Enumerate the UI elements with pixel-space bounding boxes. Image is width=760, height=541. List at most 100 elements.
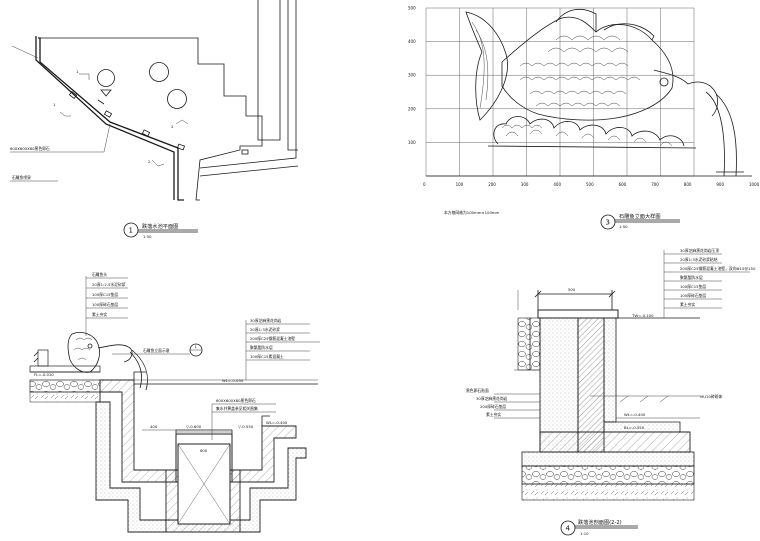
wall-note-left-4: 素土夯实 xyxy=(486,412,501,417)
pool-section-symbol: 1 xyxy=(195,344,198,349)
plan-title-block: 1 跌落水池平面图 1:50 xyxy=(123,222,198,239)
pool-notes-right: 30厚芝麻黑花岗岩 20厚1:3水泥砂浆 200厚C25钢筋混凝土池壁 聚氨酯防… xyxy=(245,318,320,380)
wall-note-right-1: 30厚芝麻黑花岗岩压顶 xyxy=(680,248,719,253)
pit-note-2: 集水井箅盖参见相关图集 xyxy=(216,406,258,411)
plan-note-paving: 600X600X80黑色卵石 xyxy=(10,146,50,151)
fish-x-tick: 0 xyxy=(423,182,426,187)
fish-grid-note: 本方格网格为100mm×100mm xyxy=(444,210,500,215)
wall-left-stones xyxy=(514,317,540,371)
fish-y-tick: 500 xyxy=(408,6,416,11)
fish-x-tick: 800 xyxy=(684,182,692,187)
wall-title-block: 4 跌落池剖面图(2-2) 1:10 xyxy=(560,518,638,536)
plan-number: 1 xyxy=(129,227,133,235)
fish-title-block: 3 石雕鱼立面大样图 1:50 xyxy=(600,212,680,230)
wall-note-left-2: 30厚芝麻黑花岗岩 xyxy=(476,396,508,401)
wall-note-brick: MU10砖砌体 xyxy=(700,394,722,399)
fish-carving xyxy=(465,8,744,177)
wall-note-right-6: 100厚碎石垫层 xyxy=(680,293,706,298)
wall-section-drawing: 500 TW=-0.100 WL=-0.400 BL=-0.550 xyxy=(466,248,756,536)
wall-note-right-5: 100厚C15垫层 xyxy=(680,284,706,289)
pool-section-drawing: 600 400 FL=-0.010 WL=-0.050 WL=-0.400 ▽-… xyxy=(29,272,320,533)
plan-title: 跌落水池平面图 xyxy=(142,222,178,230)
plan-drawing: 1 1 2 2 600X600X80黑色卵石 石雕鱼喷泉 1 跌落水池平面图 1… xyxy=(10,0,299,239)
fish-scale: 1:50 xyxy=(619,224,628,229)
callout-1b-label: 1 xyxy=(53,102,56,107)
pool-fish-head xyxy=(67,332,148,391)
fish-x-tick: 100 xyxy=(456,182,464,187)
pool-left-ground xyxy=(29,349,101,403)
wall-levels: TW=-0.100 WL=-0.400 BL=-0.550 xyxy=(624,313,654,430)
pool-note-right-1: 30厚芝麻黑花岗岩 xyxy=(250,318,282,323)
wall-note-right-4: 聚氨酯防水层 xyxy=(680,275,703,280)
pool-note-right-4: 聚氨酯防水层 xyxy=(250,345,273,350)
wall-body xyxy=(521,309,700,501)
wall-level-water: WL=-0.400 xyxy=(624,412,646,417)
pool-note-top-4: 100厚碎石垫层 xyxy=(92,302,118,307)
wall-title: 跌落池剖面图(2-2) xyxy=(578,518,622,526)
level-pool: WL=-0.400 xyxy=(266,420,288,425)
pool-note-top-2: 20厚1:2.5水泥砂浆 xyxy=(92,282,126,287)
callout-2b-label: 2 xyxy=(148,159,151,164)
level-water: WL=-0.050 xyxy=(222,378,244,383)
fish-x-tick: 1000 xyxy=(749,182,760,187)
pool-pit-notes: 600X600X80黑色卵石 集水井箅盖参见相关图集 xyxy=(211,398,276,440)
wall-note-right-2: 20厚1:3水泥砂浆粘结 xyxy=(680,257,718,262)
plan-scale: 1:50 xyxy=(143,234,152,239)
fish-x-tick: 300 xyxy=(521,182,529,187)
fish-title: 石雕鱼立面大样图 xyxy=(619,212,661,220)
pool-note-right-5: 100厚C15素混凝土 xyxy=(250,354,284,359)
fish-x-tick: 500 xyxy=(586,182,594,187)
fish-x-tick: 600 xyxy=(619,182,627,187)
pit-note-1: 600X600X80黑色卵石 xyxy=(216,398,256,403)
wall-note-left-1: 黑色卵石贴面 xyxy=(466,388,489,393)
pool-fish-label: 石雕鱼立面示意 xyxy=(143,348,170,353)
fish-y-tick: 100 xyxy=(408,140,416,145)
wall-note-right-7: 素土夯实 xyxy=(680,302,695,307)
fish-grid xyxy=(425,7,752,177)
wall-dim-top: 500 xyxy=(568,287,576,292)
callout-1-label: 1 xyxy=(76,69,79,74)
pool-notes-top: 石雕鱼头 20厚1:2.5水泥砂浆 100厚C15垫层 100厚碎石垫层 素土夯… xyxy=(85,272,128,336)
pool-wall-section: 600 400 xyxy=(95,371,318,533)
fish-y-tick: 400 xyxy=(408,39,416,44)
wall-level-top: TW=-0.100 xyxy=(631,313,654,318)
pit-dimension: 600 xyxy=(200,448,208,453)
wall-note-left-3: 200厚碎石垫层 xyxy=(480,404,506,409)
fish-x-tick: 200 xyxy=(488,182,496,187)
plan-note-fountain: 石雕鱼喷泉 xyxy=(12,175,31,180)
plan-outline xyxy=(11,0,299,201)
wall-notes-left: 黑色卵石贴面 30厚芝麻黑花岗岩 200厚碎石垫层 素土夯实 xyxy=(466,384,541,420)
pit-side-dimension: 400 xyxy=(150,424,158,429)
wall-note-right-3: 200厚C25钢筋混凝土池壁，双向Φ10@150 xyxy=(680,266,756,271)
fish-x-tick: 400 xyxy=(553,182,561,187)
pool-levels: FL=-0.010 WL=-0.050 WL=-0.400 ▽-0.600 ▽-… xyxy=(34,372,288,429)
wall-level-bottom: BL=-0.550 xyxy=(624,425,645,430)
wall-scale: 1:10 xyxy=(580,531,589,536)
plan-boulders xyxy=(97,62,187,109)
fish-x-tick: 700 xyxy=(651,182,659,187)
wall-number: 4 xyxy=(566,525,571,533)
fish-y-tick: 300 xyxy=(408,73,416,78)
plan-section-callouts: 1 1 2 2 xyxy=(53,69,189,167)
pool-note-right-2: 20厚1:3水泥砂浆 xyxy=(250,327,280,332)
wall-brick-callout: MU10砖砌体 xyxy=(590,394,722,399)
plan-paving-stones xyxy=(68,91,249,155)
pool-note-top-3: 100厚C15垫层 xyxy=(92,292,118,297)
pool-note-top-1: 石雕鱼头 xyxy=(92,272,107,277)
level-pit-right: ▽-0.550 xyxy=(238,424,254,429)
pool-fish-callout: 石雕鱼立面示意 1 xyxy=(112,343,203,357)
wall-notes-right: 30厚芝麻黑花岗岩压顶 20厚1:3水泥砂浆粘结 200厚C25钢筋混凝土池壁，… xyxy=(663,248,756,318)
pool-note-top-5: 素土夯实 xyxy=(92,312,107,317)
level-ground: FL=-0.010 xyxy=(34,372,54,377)
callout-2-label: 2 xyxy=(171,124,174,129)
level-pit-left: ▽-0.600 xyxy=(186,424,202,429)
fish-x-tick: 900 xyxy=(716,182,724,187)
fish-y-tick: 200 xyxy=(408,106,416,111)
pool-note-right-3: 200厚C25钢筋混凝土池壁 xyxy=(250,336,295,341)
wall-top-dimension: 500 xyxy=(517,287,616,310)
plan-leaders: 600X600X80黑色卵石 石雕鱼喷泉 xyxy=(10,123,111,182)
fish-number: 3 xyxy=(606,219,610,227)
